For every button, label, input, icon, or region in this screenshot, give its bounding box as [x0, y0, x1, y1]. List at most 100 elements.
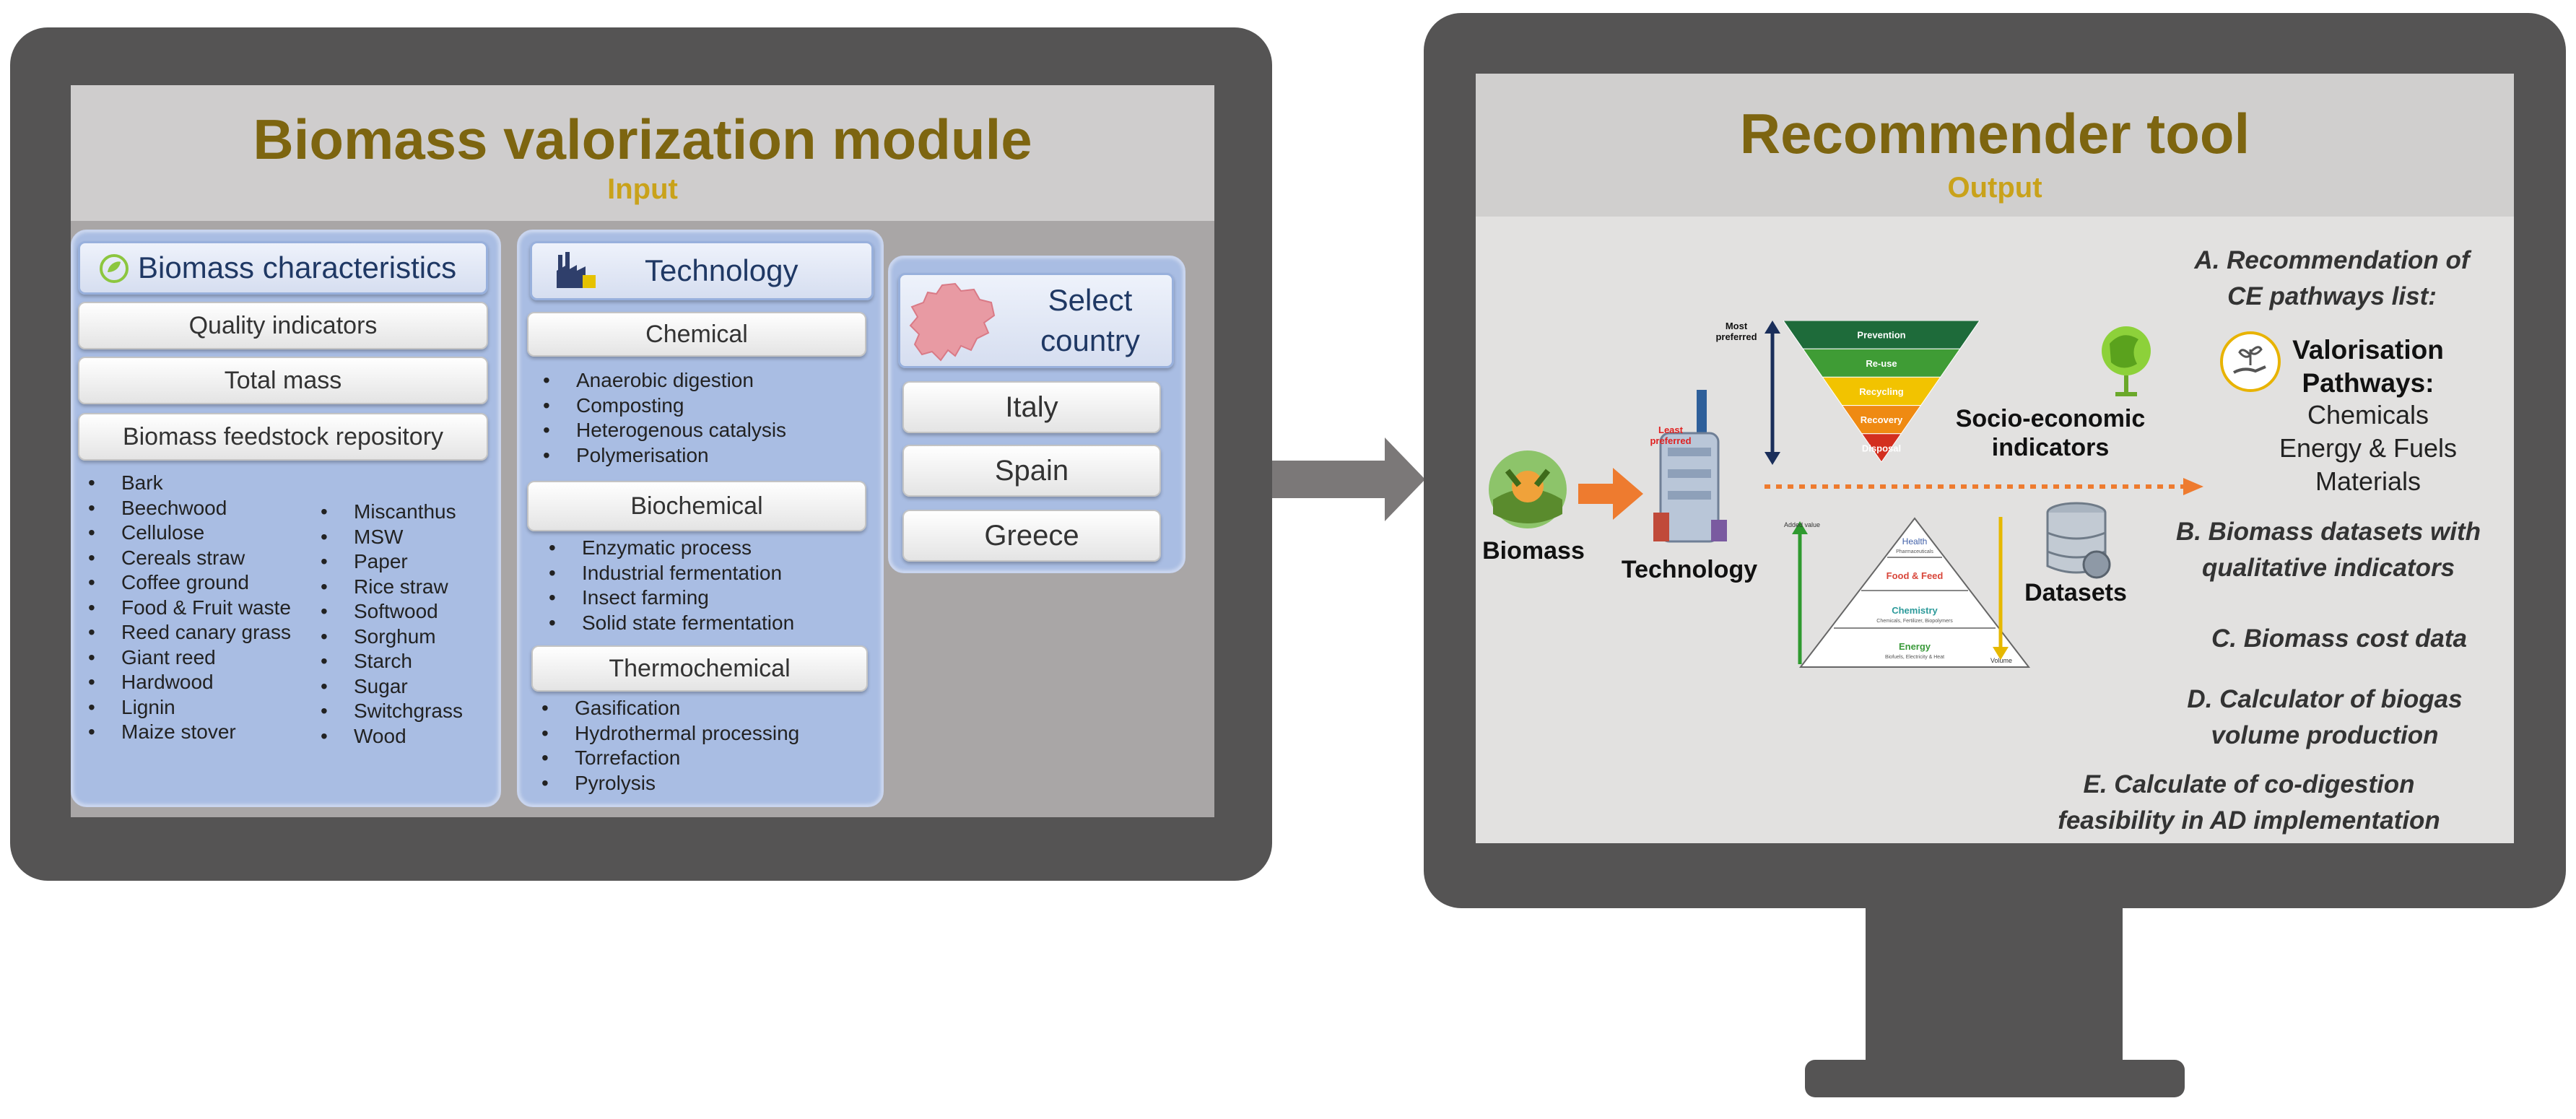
- output-header: Recommender tool Output: [1476, 74, 2514, 217]
- waste-band-label: Disposal: [1862, 443, 1901, 453]
- datasets-label: Datasets: [2024, 579, 2127, 606]
- result-d-biogas-calculator: D. Calculator of biogas volume productio…: [2187, 685, 2463, 749]
- technology-item: Industrial fermentation: [546, 561, 878, 586]
- datasets-icon: [2046, 502, 2111, 579]
- thermochemical-button[interactable]: Thermochemical: [531, 645, 868, 692]
- pyramid-health-text: Health: [1902, 536, 1928, 547]
- feedstock-item: Coffee ground: [85, 570, 309, 596]
- feedstock-item: Cereals straw: [85, 546, 309, 571]
- added-value-label: Added value: [1783, 521, 1821, 528]
- technology-item: Solid state fermentation: [546, 611, 878, 636]
- output-subtitle: Output: [1947, 172, 2042, 204]
- monitor-stand-neck: [1866, 908, 2123, 1060]
- feedstock-item: Giant reed: [85, 645, 309, 671]
- feedstock-item: Maize stover: [85, 720, 309, 745]
- feedstock-item: Hardwood: [85, 670, 309, 695]
- flow-arrow-icon: [1385, 437, 1425, 521]
- feedstock-item: Softwood: [318, 599, 491, 624]
- country-option-greece[interactable]: Greece: [902, 510, 1161, 562]
- feedstock-item: Food & Fruit waste: [85, 596, 309, 621]
- select-country-label: Select country: [1040, 283, 1140, 357]
- technology-item: Polymerisation: [540, 443, 872, 469]
- socio-economic-globe-icon: [2102, 326, 2151, 396]
- feedstock-list-2: MiscanthusMSWPaperRice strawSoftwoodSorg…: [318, 500, 491, 749]
- feedstock-item: Beechwood: [85, 496, 309, 521]
- technology-item: Torrefaction: [539, 746, 871, 771]
- most-preferred-label: Most preferred: [1715, 321, 1757, 342]
- feedstock-item: Wood: [318, 724, 491, 749]
- technology-item: Enzymatic process: [546, 536, 878, 561]
- feedstock-item: Miscanthus: [318, 500, 491, 525]
- technology-item: Composting: [540, 393, 872, 419]
- biomass-label: Biomass: [1482, 537, 1585, 565]
- pyramid-chemistry-text: Chemistry: [1892, 605, 1938, 616]
- feedstock-item: Starch: [318, 649, 491, 674]
- feedstock-item: Bark: [85, 471, 309, 496]
- pyramid-food-text: Food & Feed: [1887, 570, 1944, 581]
- orange-arrow-icon: [1578, 468, 1643, 520]
- chemical-list: Anaerobic digestionCompostingHeterogenou…: [540, 368, 872, 468]
- preference-arrow: [1765, 321, 1780, 465]
- waste-hierarchy-triangle: PreventionRe-useRecyclingRecoveryDisposa…: [1783, 321, 1980, 462]
- hand-plant-icon: [2220, 331, 2281, 392]
- pathway-item: Materials: [2315, 466, 2421, 496]
- pyramid-energy-sub: Biofuels, Electricity & Heat: [1885, 655, 1944, 660]
- feedstock-item: Lignin: [85, 695, 309, 720]
- technology-item: Gasification: [539, 696, 871, 721]
- waste-band-label: Recovery: [1861, 414, 1903, 425]
- monitor-stand-base: [1805, 1060, 2185, 1097]
- socio-economic-label: Socio-economic indicators: [1955, 405, 2146, 461]
- biomass-leaf-icon: [100, 254, 129, 283]
- technology-item: Heterogenous catalysis: [540, 418, 872, 443]
- result-e-co-digestion: E. Calculate of co-digestion feasibility…: [2058, 770, 2440, 835]
- biomass-characteristics-button[interactable]: Biomass characteristics: [78, 241, 488, 295]
- waste-band: [1861, 433, 1902, 462]
- pathway-item: Energy & Fuels: [2279, 433, 2458, 463]
- country-option-italy[interactable]: Italy: [902, 381, 1161, 433]
- feedstock-item: MSW: [318, 525, 491, 550]
- quality-indicators-button[interactable]: Quality indicators: [78, 302, 488, 349]
- input-header: Biomass valorization module Input: [71, 85, 1214, 221]
- technology-tower-icon: [1653, 390, 1727, 543]
- feedstock-repository-button[interactable]: Biomass feedstock repository: [78, 413, 488, 461]
- waste-band-label: Re-use: [1866, 358, 1897, 369]
- technology-item: Anaerobic digestion: [540, 368, 872, 393]
- input-title: Biomass valorization module: [253, 108, 1032, 171]
- technology-label: Technology: [645, 253, 799, 287]
- technology-item: Insect farming: [546, 585, 878, 611]
- dotted-output-arrow: [1765, 478, 2203, 495]
- input-subtitle: Input: [607, 173, 678, 205]
- technology-item: Hydrothermal processing: [539, 721, 871, 746]
- valorisation-pathways-title: Valorisation Pathways:: [2292, 335, 2444, 398]
- total-mass-button[interactable]: Total mass: [78, 357, 488, 404]
- technology-item: Pyrolysis: [539, 771, 871, 796]
- biomass-icon: [1489, 450, 1567, 528]
- feedstock-item: Paper: [318, 549, 491, 575]
- added-value-arrow: [1792, 521, 1808, 664]
- feedstock-item: Cellulose: [85, 521, 309, 546]
- result-a-recommendation: A. Recommendation of CE pathways list:: [2194, 246, 2470, 310]
- biochemical-button[interactable]: Biochemical: [527, 481, 866, 531]
- output-title: Recommender tool: [1739, 102, 2250, 165]
- technology-label-output: Technology: [1621, 556, 1758, 583]
- feedstock-item: Sorghum: [318, 624, 491, 650]
- feedstock-item: Rice straw: [318, 575, 491, 600]
- volume-arrow: [1993, 517, 2009, 660]
- pathway-item: Chemicals: [2307, 400, 2429, 430]
- least-preferred-label: Least preferred: [1650, 424, 1692, 446]
- value-pyramid: Health Pharmaceuticals Food & Feed Chemi…: [1798, 517, 2031, 668]
- feedstock-list-1: BarkBeechwoodCelluloseCereals strawCoffe…: [85, 471, 309, 745]
- biomass-characteristics-label: Biomass characteristics: [138, 251, 457, 284]
- chemical-button[interactable]: Chemical: [527, 312, 866, 357]
- pyramid-energy-text: Energy: [1899, 641, 1931, 652]
- volume-label: Volume: [1990, 657, 2013, 664]
- thermochemical-list: GasificationHydrothermal processingTorre…: [539, 696, 871, 796]
- pyramid-health-sub: Pharmaceuticals: [1896, 549, 1933, 554]
- country-option-spain[interactable]: Spain: [902, 445, 1161, 497]
- pyramid-chemistry-sub: Chemicals, Fertilizer, Biopolymers: [1876, 619, 1953, 624]
- technology-button[interactable]: Technology: [530, 241, 874, 300]
- feedstock-item: Switchgrass: [318, 699, 491, 724]
- flow-arrow-shaft: [1272, 461, 1389, 498]
- select-country-button[interactable]: Select country: [898, 273, 1174, 368]
